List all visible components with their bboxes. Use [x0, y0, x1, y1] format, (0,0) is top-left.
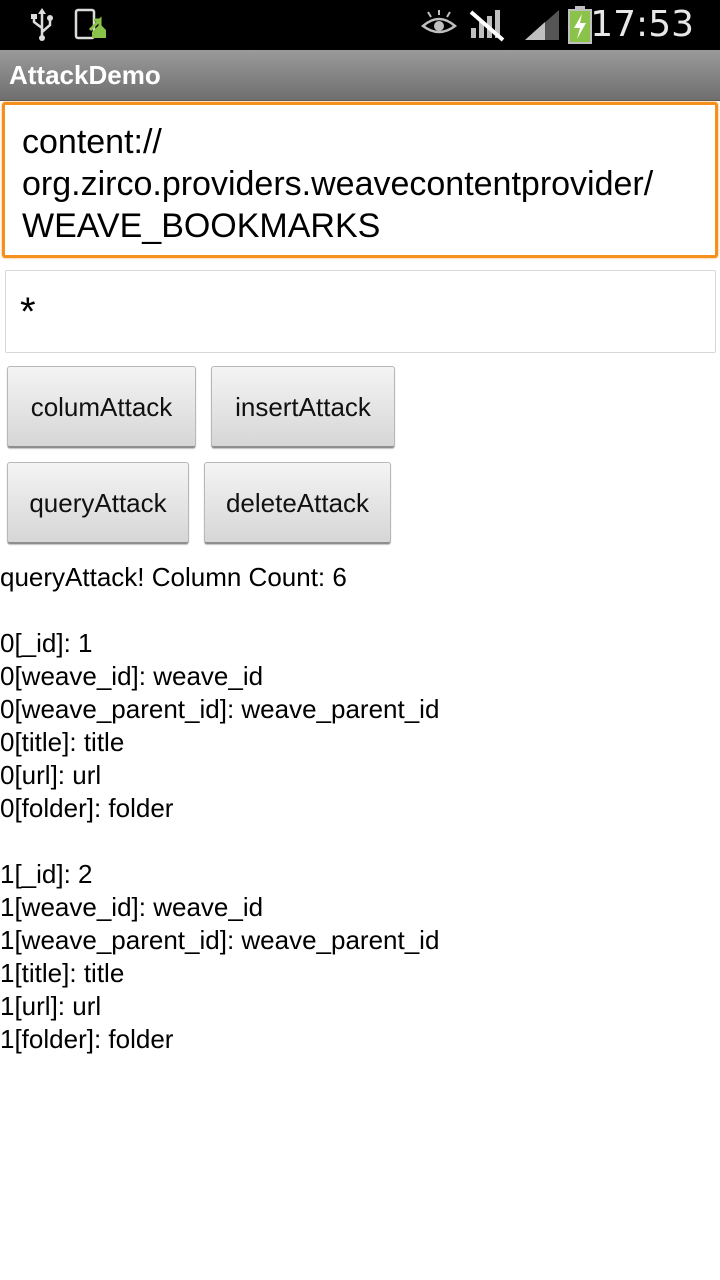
- output-line: 0[folder]: folder: [0, 793, 174, 823]
- output-line: 0[title]: title: [0, 727, 125, 757]
- output-line: 1[folder]: folder: [0, 1024, 174, 1054]
- projection-input[interactable]: *: [5, 270, 716, 353]
- output-line: 0[weave_id]: weave_id: [0, 661, 264, 691]
- uri-input-line: content://: [22, 123, 162, 161]
- result-output: queryAttack! Column Count: 6 0[_id]: 1 0…: [0, 561, 720, 1056]
- projection-input-value: *: [20, 290, 36, 334]
- output-line: queryAttack! Column Count: 6: [0, 562, 347, 592]
- output-line: 1[weave_parent_id]: weave_parent_id: [0, 925, 440, 955]
- output-line: 1[_id]: 2: [0, 859, 93, 889]
- app-title-bar: AttackDemo: [0, 50, 720, 101]
- output-line: [0, 825, 720, 858]
- output-line: 0[_id]: 1: [0, 628, 93, 658]
- uri-input[interactable]: content:// org.zirco.providers.weavecont…: [2, 102, 718, 258]
- download-icon: [74, 8, 106, 40]
- uri-input-line: org.zirco.providers.weavecontentprovider…: [22, 165, 654, 203]
- output-line: 1[weave_id]: weave_id: [0, 892, 264, 922]
- status-bar: 17:53: [0, 0, 720, 50]
- app-title: AttackDemo: [9, 60, 161, 90]
- eye-icon: [421, 10, 457, 34]
- usb-icon: [31, 8, 53, 41]
- query-attack-button[interactable]: queryAttack: [7, 462, 189, 544]
- colum-attack-button[interactable]: columAttack: [7, 366, 196, 448]
- output-line: 0[url]: url: [0, 760, 102, 790]
- output-line: 1[url]: url: [0, 991, 102, 1021]
- signal-icon: [525, 10, 559, 40]
- output-line: 1[title]: title: [0, 958, 125, 988]
- output-line: 0[weave_parent_id]: weave_parent_id: [0, 694, 440, 724]
- delete-attack-button[interactable]: deleteAttack: [204, 462, 391, 544]
- insert-attack-button[interactable]: insertAttack: [211, 366, 395, 448]
- output-line: [0, 594, 720, 627]
- battery-charging-icon: [568, 6, 592, 44]
- no-signal-icon: [469, 10, 505, 42]
- uri-input-line: WEAVE_BOOKMARKS: [22, 207, 381, 245]
- status-clock: 17:53: [590, 4, 694, 45]
